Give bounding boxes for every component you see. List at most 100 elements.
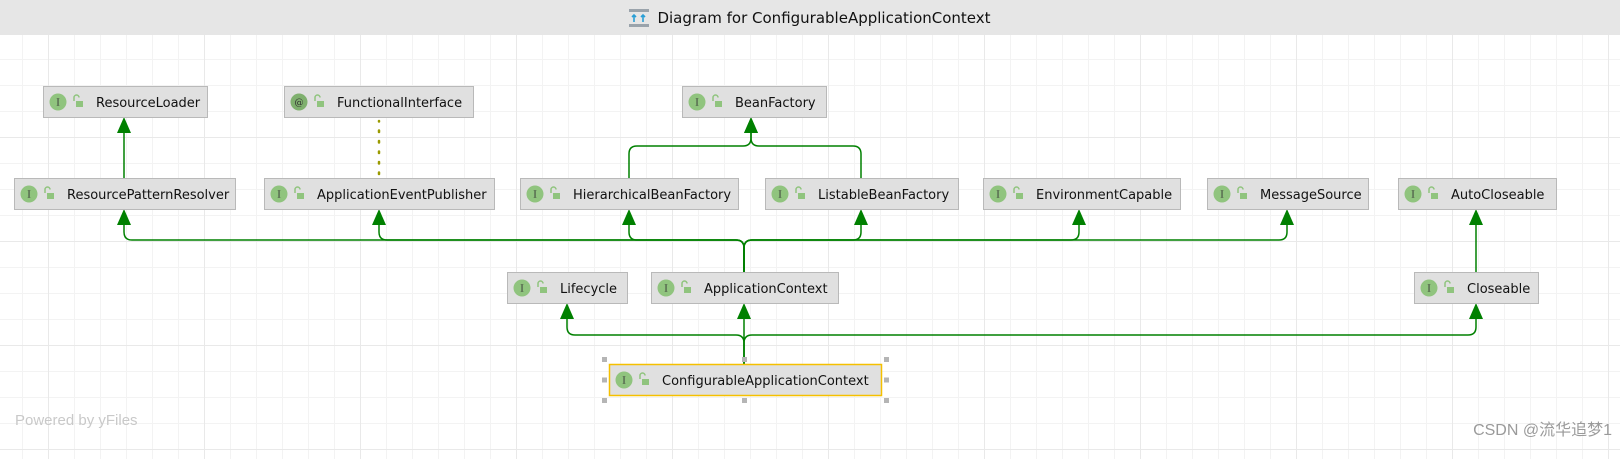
diagram-title: Diagram for ConfigurableApplicationConte… xyxy=(657,8,991,27)
inheritance-edge xyxy=(628,223,745,272)
diagram-title-bar: Diagram for ConfigurableApplicationConte… xyxy=(0,0,1620,35)
class-name: ResourceLoader xyxy=(96,96,201,111)
class-name: Lifecycle xyxy=(560,282,617,297)
svg-text:I: I xyxy=(27,191,31,201)
public-lock-icon xyxy=(1237,186,1247,199)
class-name: ApplicationEventPublisher xyxy=(317,188,487,203)
interface-icon: I xyxy=(526,185,544,203)
interface-icon: I xyxy=(513,279,531,297)
resize-handle[interactable] xyxy=(884,398,889,403)
public-lock-icon xyxy=(795,186,805,199)
svg-text:I: I xyxy=(520,285,524,295)
svg-text:I: I xyxy=(533,191,537,201)
interface-icon: I xyxy=(1213,185,1231,203)
class-name: ApplicationContext xyxy=(704,282,828,297)
inheritance-edge xyxy=(750,131,862,178)
class-name: ResourcePatternResolver xyxy=(67,188,230,203)
class-node[interactable]: I HierarchicalBeanFactory xyxy=(520,178,739,210)
resize-handle[interactable] xyxy=(742,398,747,403)
class-name: MessageSource xyxy=(1260,188,1362,203)
public-lock-icon xyxy=(73,94,83,107)
class-node[interactable]: I ResourceLoader xyxy=(43,86,208,118)
public-lock-icon xyxy=(1428,186,1438,199)
svg-text:I: I xyxy=(1411,191,1415,201)
public-lock-icon xyxy=(314,94,324,107)
interface-icon: I xyxy=(20,185,38,203)
watermark: CSDN @流华追梦1 xyxy=(1473,422,1612,439)
class-node[interactable]: I Lifecycle xyxy=(507,272,628,304)
arrowhead xyxy=(560,303,574,319)
inheritance-edge xyxy=(378,223,745,272)
class-name: HierarchicalBeanFactory xyxy=(573,188,731,203)
arrowhead xyxy=(622,209,636,225)
arrowhead xyxy=(1280,209,1294,225)
node-box xyxy=(1207,178,1369,210)
inheritance-edge xyxy=(743,223,1288,272)
resize-handle[interactable] xyxy=(602,377,607,383)
public-lock-icon xyxy=(1444,280,1454,293)
svg-text:I: I xyxy=(622,377,626,387)
node-box xyxy=(43,86,208,118)
resize-handle[interactable] xyxy=(602,357,607,362)
powered-by-label: Powered by yFiles xyxy=(15,412,138,429)
inheritance-edge xyxy=(123,223,745,272)
resize-handle[interactable] xyxy=(602,398,607,403)
arrowhead xyxy=(372,209,386,225)
class-name: FunctionalInterface xyxy=(337,96,462,111)
inheritance-edge xyxy=(628,131,752,178)
class-name: Closeable xyxy=(1467,282,1530,297)
class-node[interactable]: I ConfigurableApplicationContext xyxy=(602,357,889,403)
arrowhead xyxy=(1072,209,1086,225)
public-lock-icon xyxy=(537,280,547,293)
class-node[interactable]: I ResourcePatternResolver xyxy=(14,178,236,210)
node-box xyxy=(651,272,839,304)
arrowhead xyxy=(1469,209,1483,225)
svg-text:@: @ xyxy=(295,99,304,109)
interface-icon: I xyxy=(989,185,1007,203)
class-node[interactable]: I ApplicationEventPublisher xyxy=(264,178,495,210)
public-lock-icon xyxy=(294,186,304,199)
interface-icon: I xyxy=(49,93,67,111)
public-lock-icon xyxy=(681,280,691,293)
annotation-icon: @ xyxy=(290,93,308,111)
class-node[interactable]: @ FunctionalInterface xyxy=(284,86,474,118)
node-box xyxy=(1398,178,1557,210)
inheritance-edge xyxy=(743,223,862,272)
svg-text:I: I xyxy=(664,285,668,295)
class-node[interactable]: I AutoCloseable xyxy=(1398,178,1557,210)
class-name: AutoCloseable xyxy=(1451,188,1544,203)
svg-text:I: I xyxy=(277,191,281,201)
node-box xyxy=(608,363,883,397)
interface-icon: I xyxy=(688,93,706,111)
public-lock-icon xyxy=(44,186,54,199)
class-name: ConfigurableApplicationContext xyxy=(662,374,869,389)
edges xyxy=(117,117,1483,364)
resize-handle[interactable] xyxy=(742,357,747,362)
node-box xyxy=(284,86,474,118)
public-lock-icon xyxy=(1013,186,1023,199)
interface-icon: I xyxy=(657,279,675,297)
svg-text:I: I xyxy=(996,191,1000,201)
interface-icon: I xyxy=(771,185,789,203)
node-box xyxy=(264,178,495,210)
class-node[interactable]: I MessageSource xyxy=(1207,178,1369,210)
arrowhead xyxy=(117,209,131,225)
class-node[interactable]: I ApplicationContext xyxy=(651,272,839,304)
svg-text:I: I xyxy=(56,99,60,109)
node-box xyxy=(520,178,739,210)
inheritance-edge xyxy=(743,317,1477,364)
interface-icon: I xyxy=(1404,185,1422,203)
resize-handle[interactable] xyxy=(884,357,889,362)
inheritance-edge xyxy=(743,223,1080,272)
diagram-icon xyxy=(629,8,650,27)
resize-handle[interactable] xyxy=(884,377,889,383)
svg-text:I: I xyxy=(695,99,699,109)
arrowhead xyxy=(1469,303,1483,319)
